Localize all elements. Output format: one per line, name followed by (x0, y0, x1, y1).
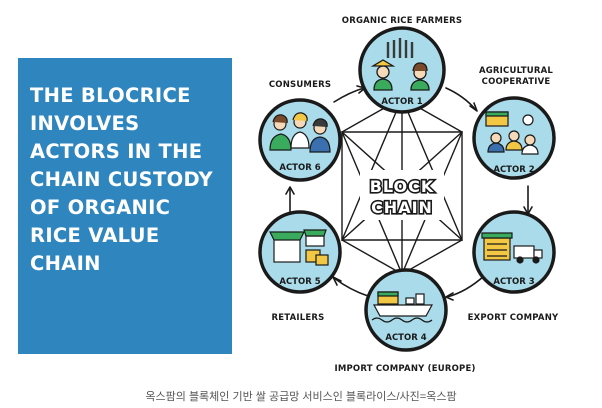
node-actor-1: ACTOR 1 (358, 26, 446, 114)
retail-store-icon (269, 229, 329, 266)
arrow-6-to-1 (333, 87, 365, 103)
role-label-2b: COOPERATIVE (482, 77, 551, 87)
actor-2-label: ACTOR 2 (493, 165, 534, 175)
blockchain-label: BLOCK CHAIN (360, 170, 444, 220)
family-icon (269, 112, 331, 153)
center-line2: CHAIN (371, 198, 433, 217)
farmers-icon (370, 38, 430, 91)
role-label-5: RETAILERS (272, 313, 325, 323)
panel-title: THE BLOCRICE INVOLVES ACTORS IN THE CHAI… (30, 84, 213, 275)
node-actor-3: ACTOR 3 (472, 210, 556, 294)
node-actor-5: ACTOR 5 (258, 210, 342, 294)
cargo-ship-icon (371, 291, 434, 323)
actor-3-label: ACTOR 3 (493, 277, 534, 287)
actor-4-label: ACTOR 4 (385, 333, 426, 343)
cooperative-icon (485, 111, 539, 155)
role-label-6: CONSUMERS (269, 80, 331, 90)
actor-5-label: ACTOR 5 (279, 277, 320, 287)
title-panel: THE BLOCRICE INVOLVES ACTORS IN THE CHAI… (18, 58, 232, 354)
role-label-4: IMPORT COMPANY (EUROPE) (334, 364, 475, 374)
role-label-2a: AGRICULTURAL (479, 66, 553, 76)
center-line1: BLOCK (370, 177, 435, 196)
blockchain-diagram: BLOCK CHAIN ACTOR 1 (258, 16, 559, 374)
image-caption: 옥스팜의 블록체인 기반 쌀 공급망 서비스인 블록라이스/사진=옥스팜 (145, 391, 457, 403)
node-actor-2: ACTOR 2 (472, 96, 556, 180)
node-actor-4: ACTOR 4 (364, 268, 448, 352)
node-actor-6: ACTOR 6 (258, 98, 342, 182)
arrow-1-to-2 (445, 87, 477, 111)
actor-1-label: ACTOR 1 (381, 97, 422, 107)
arrow-4-to-5 (333, 277, 369, 297)
arrow-3-to-4 (446, 275, 485, 298)
role-label-3: EXPORT COMPANY (468, 313, 559, 323)
actor-6-label: ACTOR 6 (279, 163, 320, 173)
export-truck-icon (481, 232, 543, 264)
role-label-1: ORGANIC RICE FARMERS (342, 16, 462, 26)
